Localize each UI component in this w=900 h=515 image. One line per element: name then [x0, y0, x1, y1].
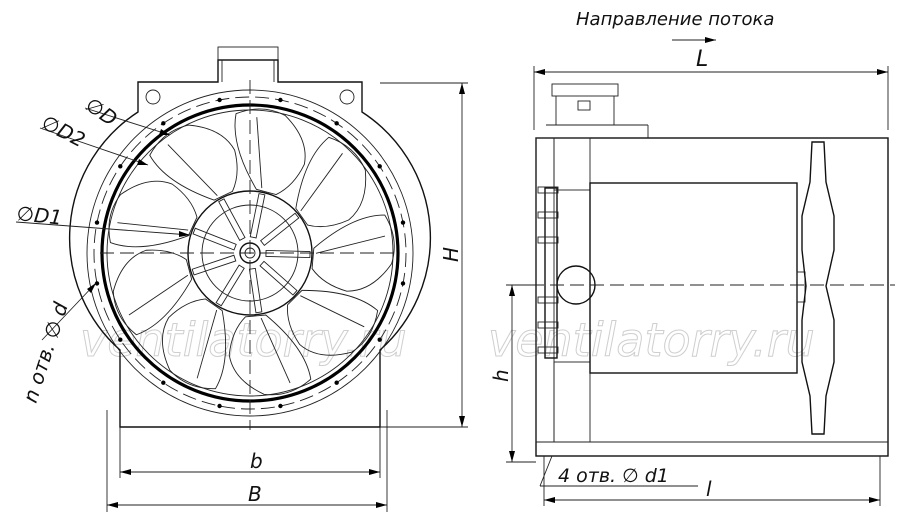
- bolt-hole: [400, 220, 406, 225]
- blade-rib: [128, 274, 189, 316]
- flow-direction-label: Направление потока: [576, 9, 774, 30]
- dim-D2: ∅D2: [38, 110, 89, 152]
- side-bolt: [537, 211, 559, 219]
- bolt-hole: [400, 281, 406, 286]
- blade-rib: [167, 144, 218, 196]
- blade-spoke: [192, 227, 237, 251]
- front-view: [68, 46, 432, 430]
- blade-rib: [300, 153, 343, 212]
- blade: [286, 289, 379, 356]
- bolt-hole: [161, 380, 166, 385]
- top-outlet: [217, 46, 279, 61]
- side-flange: [535, 137, 555, 443]
- bolt-hole: [334, 121, 339, 126]
- blade: [228, 314, 312, 396]
- blade-rib: [300, 295, 365, 328]
- side-view: Направление потока L: [510, 9, 895, 457]
- dim-B: B: [248, 482, 262, 506]
- blade-rib: [196, 309, 218, 379]
- blade-spoke: [249, 193, 266, 239]
- side-bolt: [537, 186, 559, 194]
- side-blade: [801, 141, 835, 435]
- blade-spoke: [265, 249, 311, 258]
- dim-D: ∅D: [81, 92, 122, 130]
- bolt-hole: [118, 164, 123, 169]
- blade: [295, 136, 367, 228]
- blade: [112, 249, 193, 336]
- blade: [161, 298, 227, 390]
- side-bolt: [537, 236, 559, 244]
- side-plate: [544, 187, 558, 359]
- blade-rib: [315, 235, 386, 254]
- corner-hole-left: [145, 89, 161, 105]
- blade-spoke: [259, 260, 298, 296]
- bolt-hole: [217, 403, 222, 409]
- bolt-hole: [377, 337, 382, 342]
- side-outlet: [551, 83, 619, 97]
- dim-H: H: [439, 247, 463, 262]
- dim-L: L: [696, 47, 708, 72]
- dim-h: h: [489, 369, 513, 382]
- dim-D1: ∅D1: [15, 201, 63, 230]
- side-dimensions: h 4 отв. ∅ d1 l: [489, 284, 881, 506]
- bolt-hole: [377, 164, 382, 169]
- holes-n-label: n отв. ∅ d: [18, 299, 73, 406]
- blade-spoke: [215, 264, 245, 307]
- blade: [149, 124, 238, 201]
- bolt-hole: [278, 97, 283, 103]
- corner-hole-right: [339, 89, 355, 105]
- dim-b: b: [250, 449, 263, 473]
- side-flange-bolts: [537, 186, 559, 354]
- blade-rib: [260, 317, 291, 384]
- bolt-hole: [161, 121, 166, 126]
- impeller-blades: [108, 108, 395, 396]
- blade-spoke: [191, 254, 237, 276]
- blade-rib: [117, 222, 189, 231]
- bolt-hole: [334, 380, 339, 385]
- side-bolt: [537, 321, 559, 329]
- blade-spoke: [260, 212, 300, 247]
- bolt-hole: [94, 281, 100, 286]
- side-bolt: [537, 346, 559, 354]
- flange-bolt-holes: [94, 97, 406, 409]
- bolt-hole: [217, 97, 222, 103]
- blade: [311, 214, 395, 292]
- bolt-hole: [94, 220, 100, 225]
- blade-rib: [256, 117, 263, 189]
- side-body: [535, 137, 889, 457]
- blade-spoke: [218, 198, 246, 241]
- side-bolt: [537, 296, 559, 304]
- blade: [108, 180, 198, 248]
- holes-4-label: 4 отв. ∅ d1: [558, 465, 669, 487]
- dim-l: l: [706, 477, 712, 501]
- blade: [234, 108, 306, 196]
- blade-spoke: [248, 267, 263, 314]
- bolt-hole: [118, 337, 123, 342]
- bolt-hole: [278, 403, 283, 409]
- watermark-right: ventilatorry.ru: [488, 313, 815, 367]
